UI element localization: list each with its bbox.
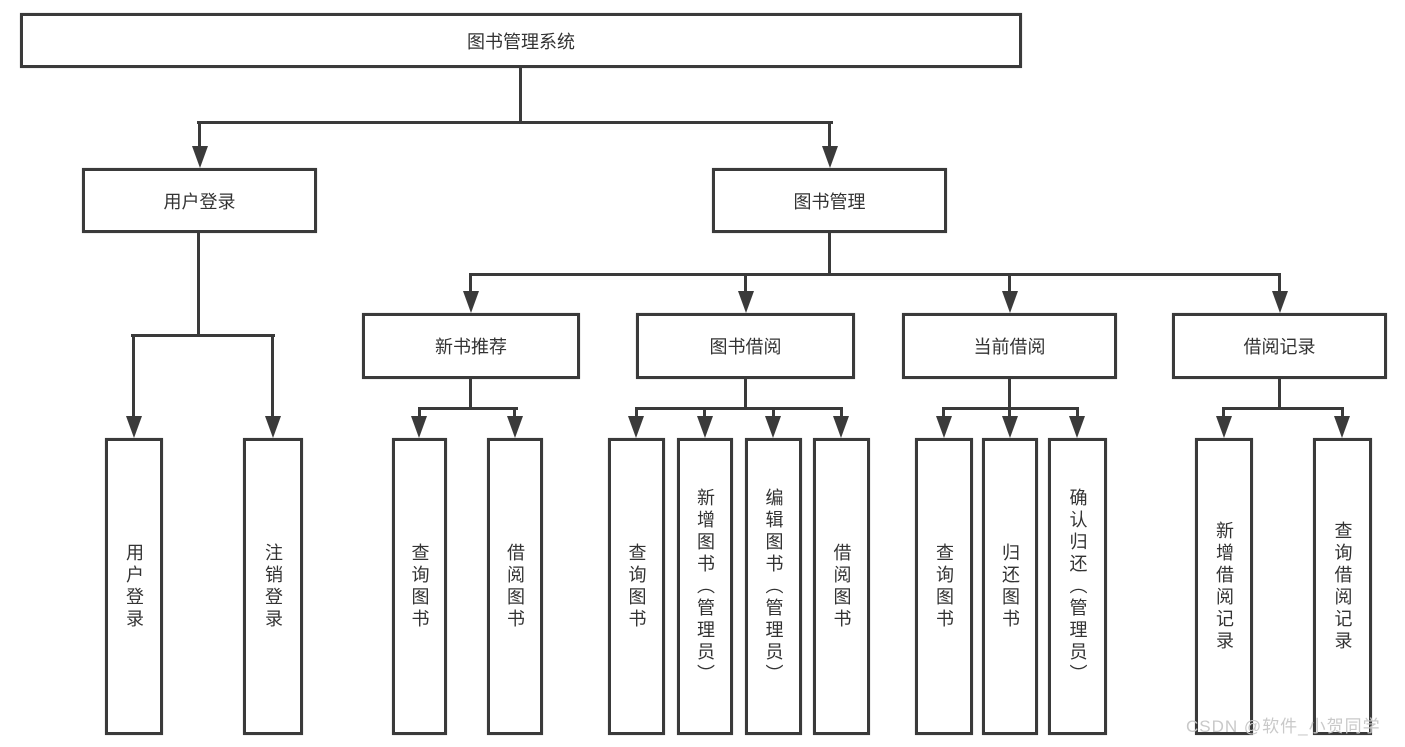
connector-line: [197, 121, 833, 124]
connector-line: [744, 273, 747, 293]
node-book-management: 图书管理: [712, 168, 947, 233]
node-leaf-borrow-books-recommend: 借阅图书: [487, 438, 543, 735]
node-book-borrowing: 图书借阅: [636, 313, 855, 379]
arrowhead-icon: [507, 416, 523, 438]
connector-line: [703, 407, 706, 419]
node-leaf-query-books-current: 查询图书: [915, 438, 973, 735]
connector-line: [198, 121, 201, 149]
connector-line: [197, 233, 200, 337]
connector-line: [1008, 379, 1011, 410]
node-leaf-logout: 注销登录: [243, 438, 303, 735]
arrowhead-icon: [126, 416, 142, 438]
connector-line: [132, 334, 135, 418]
connector-line: [1076, 407, 1079, 419]
arrowhead-icon: [936, 416, 952, 438]
arrowhead-icon: [765, 416, 781, 438]
node-current-borrowing: 当前借阅: [902, 313, 1117, 379]
node-library-management-system: 图书管理系统: [20, 13, 1022, 68]
connector-line: [772, 407, 775, 419]
arrowhead-icon: [1334, 416, 1350, 438]
arrowhead-icon: [822, 146, 838, 168]
arrowhead-icon: [697, 416, 713, 438]
node-leaf-query-books-recommend: 查询图书: [392, 438, 447, 735]
connector-line: [513, 407, 516, 419]
arrowhead-icon: [833, 416, 849, 438]
arrowhead-icon: [628, 416, 644, 438]
node-leaf-edit-book-admin: 编辑图书（管理员）: [745, 438, 802, 735]
arrowhead-icon: [192, 146, 208, 168]
node-leaf-add-borrow-record: 新增借阅记录: [1195, 438, 1253, 735]
node-borrowing-records: 借阅记录: [1172, 313, 1387, 379]
connector-line: [840, 407, 843, 419]
arrowhead-icon: [1069, 416, 1085, 438]
node-user-login: 用户登录: [82, 168, 317, 233]
connector-line: [1222, 407, 1225, 419]
connector-line: [469, 273, 1281, 276]
connector-line: [1222, 407, 1344, 410]
connector-line: [635, 407, 843, 410]
node-leaf-return-book: 归还图书: [982, 438, 1038, 735]
connector-line: [271, 334, 274, 418]
connector-line: [828, 233, 831, 276]
node-leaf-add-book-admin: 新增图书（管理员）: [677, 438, 733, 735]
node-new-book-recommendation: 新书推荐: [362, 313, 580, 379]
connector-line: [1008, 273, 1011, 293]
arrowhead-icon: [1002, 416, 1018, 438]
connector-line: [519, 68, 522, 124]
connector-line: [1278, 273, 1281, 293]
connector-line: [418, 407, 421, 419]
node-leaf-user-login: 用户登录: [105, 438, 163, 735]
connector-line: [469, 273, 472, 293]
node-leaf-confirm-return-admin: 确认归还（管理员）: [1048, 438, 1107, 735]
arrowhead-icon: [1272, 291, 1288, 313]
connector-line: [469, 379, 472, 410]
arrowhead-icon: [738, 291, 754, 313]
connector-line: [942, 407, 945, 419]
connector-line: [1278, 379, 1281, 410]
node-leaf-query-borrow-record: 查询借阅记录: [1313, 438, 1372, 735]
arrowhead-icon: [265, 416, 281, 438]
connector-line: [744, 379, 747, 410]
connector-line: [1008, 407, 1011, 419]
csdn-watermark: CSDN @软件_小贺同学: [1186, 717, 1381, 736]
arrowhead-icon: [1002, 291, 1018, 313]
arrowhead-icon: [463, 291, 479, 313]
connector-line: [828, 121, 831, 149]
node-leaf-query-books-borrow: 查询图书: [608, 438, 665, 735]
connector-line: [131, 334, 275, 337]
connector-line: [635, 407, 638, 419]
node-leaf-borrow-books: 借阅图书: [813, 438, 870, 735]
arrowhead-icon: [1216, 416, 1232, 438]
connector-line: [1341, 407, 1344, 419]
connector-line: [418, 407, 518, 410]
arrowhead-icon: [411, 416, 427, 438]
